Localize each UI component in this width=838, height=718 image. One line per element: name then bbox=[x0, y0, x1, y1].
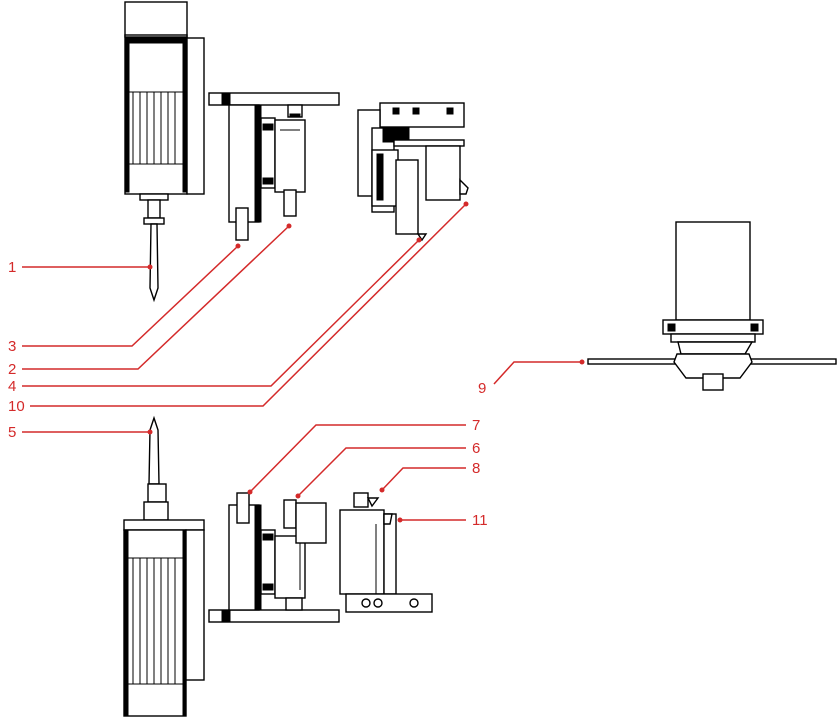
bottom-linear-slide bbox=[208, 492, 340, 623]
leader-4 bbox=[22, 239, 420, 387]
callout-4: 4 bbox=[8, 378, 16, 395]
callout-7: 7 bbox=[472, 417, 480, 434]
leader-3 bbox=[22, 245, 239, 347]
callout-labels: 1 3 2 4 10 9 5 7 6 8 11 bbox=[8, 259, 488, 529]
callout-2: 2 bbox=[8, 361, 16, 378]
leader-10 bbox=[30, 203, 467, 407]
callout-11: 11 bbox=[472, 512, 488, 529]
callout-5: 5 bbox=[8, 424, 16, 441]
bottom-motor-fins bbox=[126, 557, 186, 685]
callout-leaders bbox=[22, 201, 585, 523]
rotary-turret bbox=[587, 221, 837, 391]
callout-6: 6 bbox=[472, 440, 480, 457]
leader-6 bbox=[297, 447, 466, 497]
top-gripper bbox=[357, 102, 469, 242]
leader-7 bbox=[249, 424, 466, 493]
top-linear-slide bbox=[208, 92, 340, 241]
callout-1: 1 bbox=[8, 259, 16, 276]
leader-9 bbox=[493, 361, 582, 385]
top-motor-fins bbox=[126, 91, 186, 165]
leader-8 bbox=[381, 467, 466, 491]
bottom-gripper bbox=[339, 492, 433, 613]
callout-10: 10 bbox=[8, 398, 25, 415]
callout-8: 8 bbox=[472, 460, 480, 477]
bottom-motor bbox=[123, 415, 205, 717]
callout-9: 9 bbox=[478, 380, 486, 397]
callout-3: 3 bbox=[8, 338, 16, 355]
top-motor bbox=[124, 1, 205, 303]
leader-2 bbox=[22, 225, 290, 370]
